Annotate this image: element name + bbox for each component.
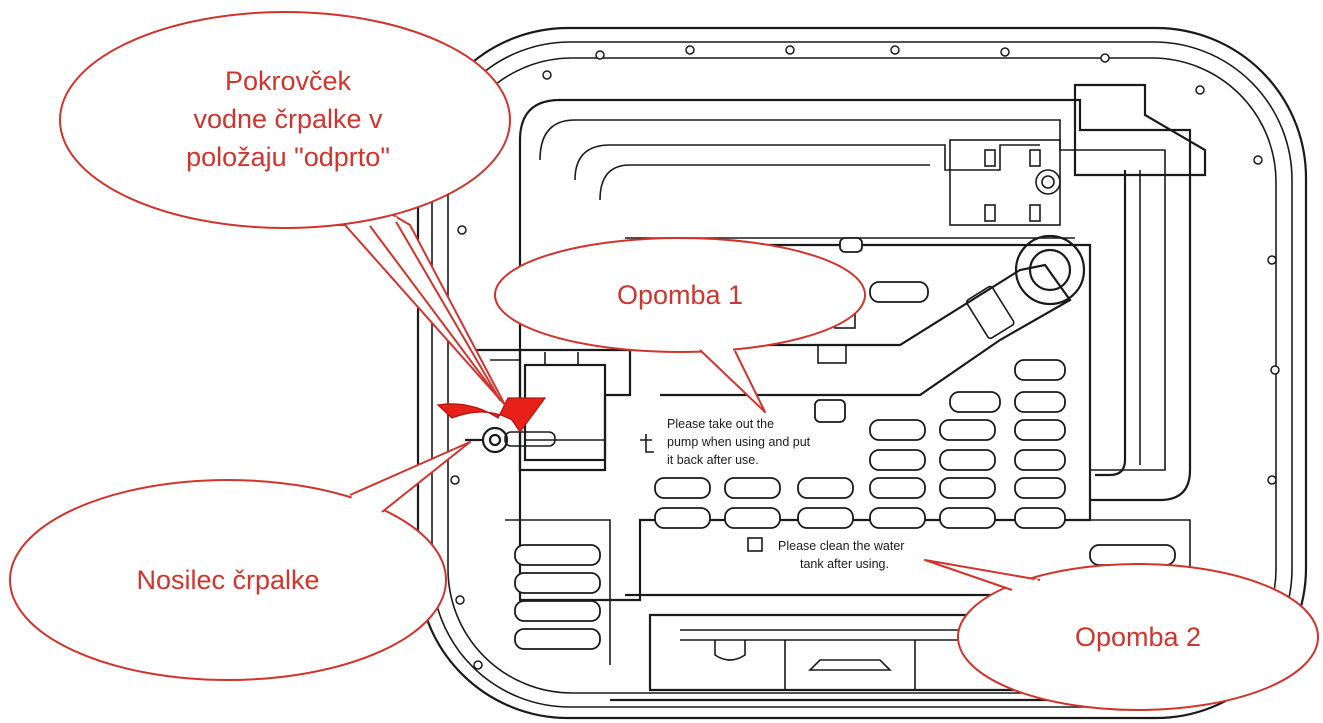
callout-cap-line-2: vodne črpalke v: [193, 104, 383, 134]
callout-cap: Pokrovček vodne črpalke v položaju "odpr…: [59, 11, 511, 406]
clean-instruction-text: Please clean the water tank after using.: [747, 537, 904, 571]
rotate-arrow-icon: [436, 397, 547, 434]
callout-cap-line-1: Pokrovček: [225, 66, 352, 96]
housing-rivets: [450, 45, 1280, 670]
callout-cap-line-3: položaju "odprto": [186, 142, 390, 172]
pump-note-line-2: pump when using and put: [667, 435, 811, 449]
pump-note-line-1: Please take out the: [667, 417, 774, 431]
callout-holder: Nosilec črpalke: [9, 441, 471, 681]
appliance-housing: [416, 26, 1308, 720]
callout-note-2: Opomba 2: [924, 559, 1319, 711]
callout-note-2-label: Opomba 2: [1075, 622, 1201, 652]
clean-note-line-2: tank after using.: [800, 557, 889, 571]
pump-instruction-text: Please take out the pump when using and …: [640, 417, 811, 467]
callout-note-1-label: Opomba 1: [617, 280, 743, 310]
callout-note-1: Opomba 1: [494, 237, 866, 413]
callout-holder-label: Nosilec črpalke: [136, 565, 319, 595]
clean-note-line-1: Please clean the water: [778, 539, 904, 553]
vent-slots: [505, 359, 1191, 665]
pump-note-line-3: it back after use.: [667, 453, 759, 467]
tank-walls: [518, 83, 1207, 602]
pump-assembly: [465, 348, 632, 472]
